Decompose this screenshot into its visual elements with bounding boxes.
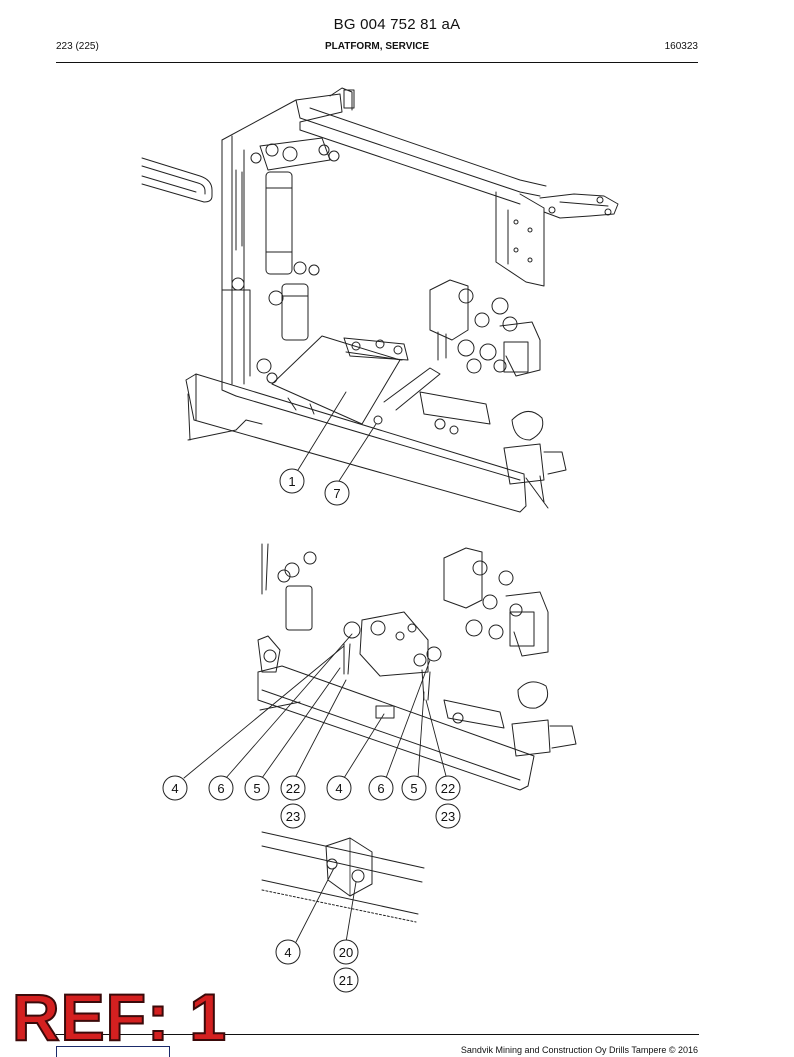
callout-23a: 23 xyxy=(286,809,300,824)
callout-21: 21 xyxy=(339,973,353,988)
date-code: 160323 xyxy=(664,41,698,52)
callout-1: 1 xyxy=(288,474,295,489)
callout-4c: 4 xyxy=(284,945,291,960)
view-2-detail: 4 6 5 22 23 4 6 5 22 23 xyxy=(162,543,577,829)
view-3-detail: 4 20 21 xyxy=(261,831,425,993)
callout-5a: 5 xyxy=(253,781,260,796)
callout-22b: 22 xyxy=(441,781,455,796)
callout-5b: 5 xyxy=(410,781,417,796)
view-1-assembly: 1 7 xyxy=(141,87,619,513)
section-title: PLATFORM, SERVICE xyxy=(324,41,430,52)
callout-22a: 22 xyxy=(286,781,300,796)
footer-copyright: Sandvik Mining and Construction Oy Drill… xyxy=(460,1045,698,1055)
document-number: BG 004 752 81 aA xyxy=(333,16,461,33)
header-rule xyxy=(56,62,698,63)
callout-7: 7 xyxy=(333,486,340,501)
callout-20: 20 xyxy=(339,945,353,960)
brand-logo-box xyxy=(56,1046,170,1057)
header-row: 223 (225) PLATFORM, SERVICE 160323 xyxy=(56,41,698,55)
page-number: 223 (225) xyxy=(56,41,99,52)
footer-rule xyxy=(56,1034,699,1035)
callout-6b: 6 xyxy=(377,781,384,796)
callout-6a: 6 xyxy=(217,781,224,796)
ref-stamp: REF: 1 xyxy=(11,980,228,1054)
callout-4a: 4 xyxy=(171,781,178,796)
callout-4b: 4 xyxy=(335,781,342,796)
callout-23b: 23 xyxy=(441,809,455,824)
